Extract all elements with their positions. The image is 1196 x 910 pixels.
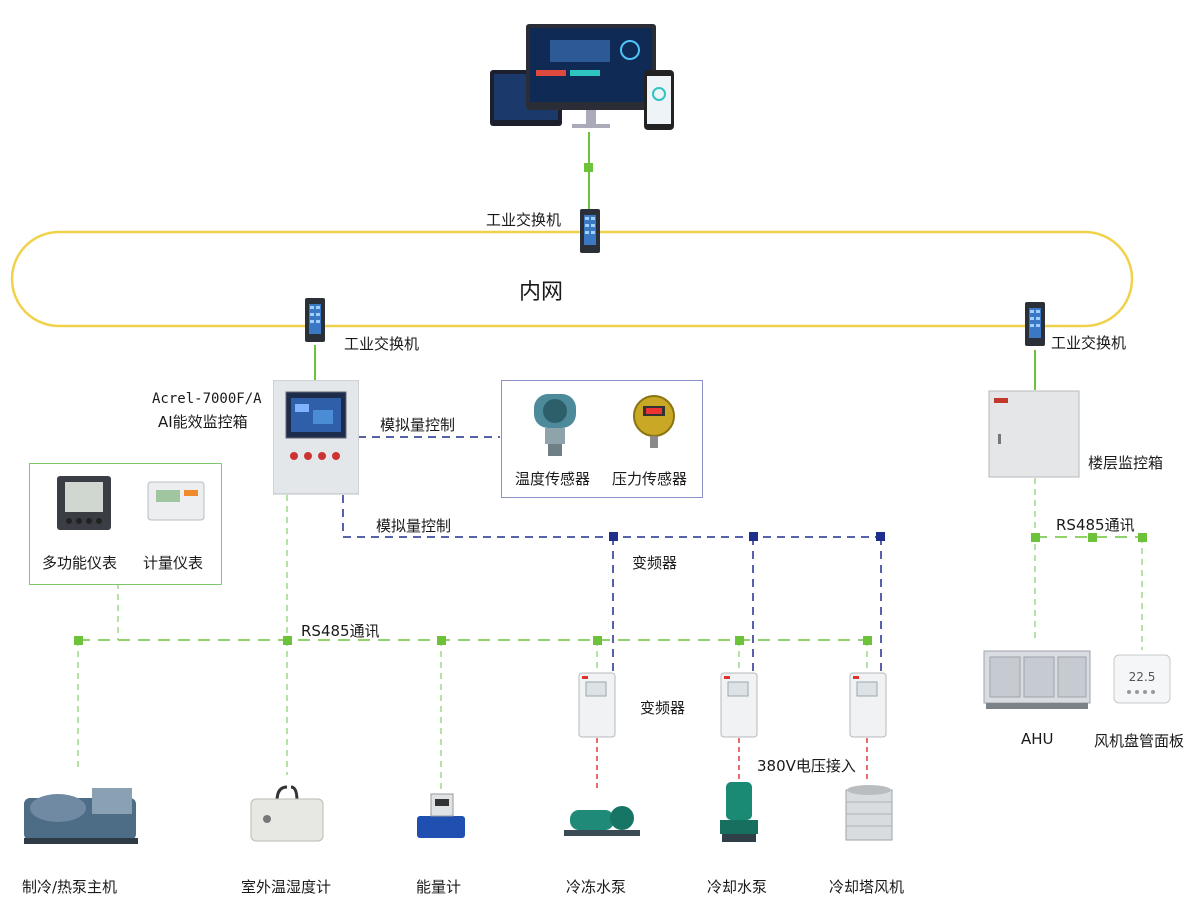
node-analog-2	[749, 532, 758, 541]
floor-cabinet-label: 楼层监控箱	[1088, 454, 1164, 472]
outdoor-th-sensor-image	[247, 783, 327, 845]
vfd-mid-label: 变频器	[640, 699, 686, 717]
node-right-1	[1031, 533, 1040, 542]
cabinet-name-label: AI能效监控箱	[158, 413, 248, 431]
node-bus-3	[437, 636, 446, 645]
rs485-left-label: RS485通讯	[301, 622, 380, 640]
svg-text:22.5: 22.5	[1129, 670, 1156, 684]
cabinet-model-label: Acrel-7000F/A	[152, 391, 262, 407]
energy-meter-image	[413, 790, 469, 842]
switch-top-label: 工业交换机	[486, 211, 562, 229]
industrial-switch-left-icon	[303, 296, 327, 344]
pressure-sensor-label: 压力传感器	[612, 470, 688, 488]
ahu-image	[982, 645, 1092, 711]
vfd-2-image	[720, 672, 758, 738]
intranet-label: 内网	[519, 280, 564, 305]
ahu-label: AHU	[1021, 730, 1054, 748]
vfd-top-label: 变频器	[632, 554, 678, 572]
chiller-image	[18, 778, 146, 850]
node-top	[584, 163, 593, 172]
metering-meter-label: 计量仪表	[143, 554, 204, 572]
vfd-3-image	[849, 672, 887, 738]
cooling-water-pump-image	[718, 778, 760, 846]
cooling-tower-fan-label: 冷却塔风机	[829, 878, 905, 896]
temperature-sensor-image	[530, 390, 580, 460]
node-analog-1	[609, 532, 618, 541]
analog-control-label-2: 模拟量控制	[376, 517, 452, 535]
node-analog-3	[876, 532, 885, 541]
outdoor-th-label: 室外温湿度计	[241, 878, 332, 896]
monitoring-screens-image	[490, 22, 686, 134]
node-bus-2	[283, 636, 292, 645]
node-right-3	[1138, 533, 1147, 542]
switch-right-label: 工业交换机	[1051, 334, 1127, 352]
metering-meter-image	[146, 478, 206, 524]
cooling-tower-image	[842, 782, 896, 844]
node-right-2	[1088, 533, 1097, 542]
temp-sensor-label: 温度传感器	[515, 470, 591, 488]
energy-meter-label: 能量计	[416, 878, 462, 896]
vfd-1-image	[578, 672, 616, 738]
fan-coil-panel-image: 22.5	[1113, 654, 1171, 704]
rs485-right-label: RS485通讯	[1056, 516, 1135, 534]
sensors-box	[501, 380, 703, 498]
multi-meter-label: 多功能仪表	[42, 554, 118, 572]
analog-control-label-1: 模拟量控制	[380, 416, 456, 434]
cooling-pump-label: 冷却水泵	[707, 878, 768, 896]
node-bus-1	[74, 636, 83, 645]
chiller-label: 制冷/热泵主机	[22, 878, 118, 896]
industrial-switch-top-icon	[578, 207, 602, 255]
node-bus-4	[593, 636, 602, 645]
intranet-ring	[10, 230, 1134, 328]
multifunction-meter-image	[55, 474, 113, 532]
node-bus-5	[735, 636, 744, 645]
fan-coil-panel-label: 风机盘管面板	[1094, 732, 1185, 750]
ai-energy-cabinet	[272, 379, 360, 496]
pressure-sensor-image	[630, 392, 680, 452]
switch-left-label: 工业交换机	[344, 335, 420, 353]
floor-monitor-cabinet	[988, 390, 1080, 478]
industrial-switch-right-icon	[1023, 300, 1047, 348]
chilled-pump-label: 冷冻水泵	[566, 878, 627, 896]
node-bus-6	[863, 636, 872, 645]
voltage-380-label: 380V电压接入	[757, 757, 856, 775]
chilled-water-pump-image	[562, 792, 642, 842]
